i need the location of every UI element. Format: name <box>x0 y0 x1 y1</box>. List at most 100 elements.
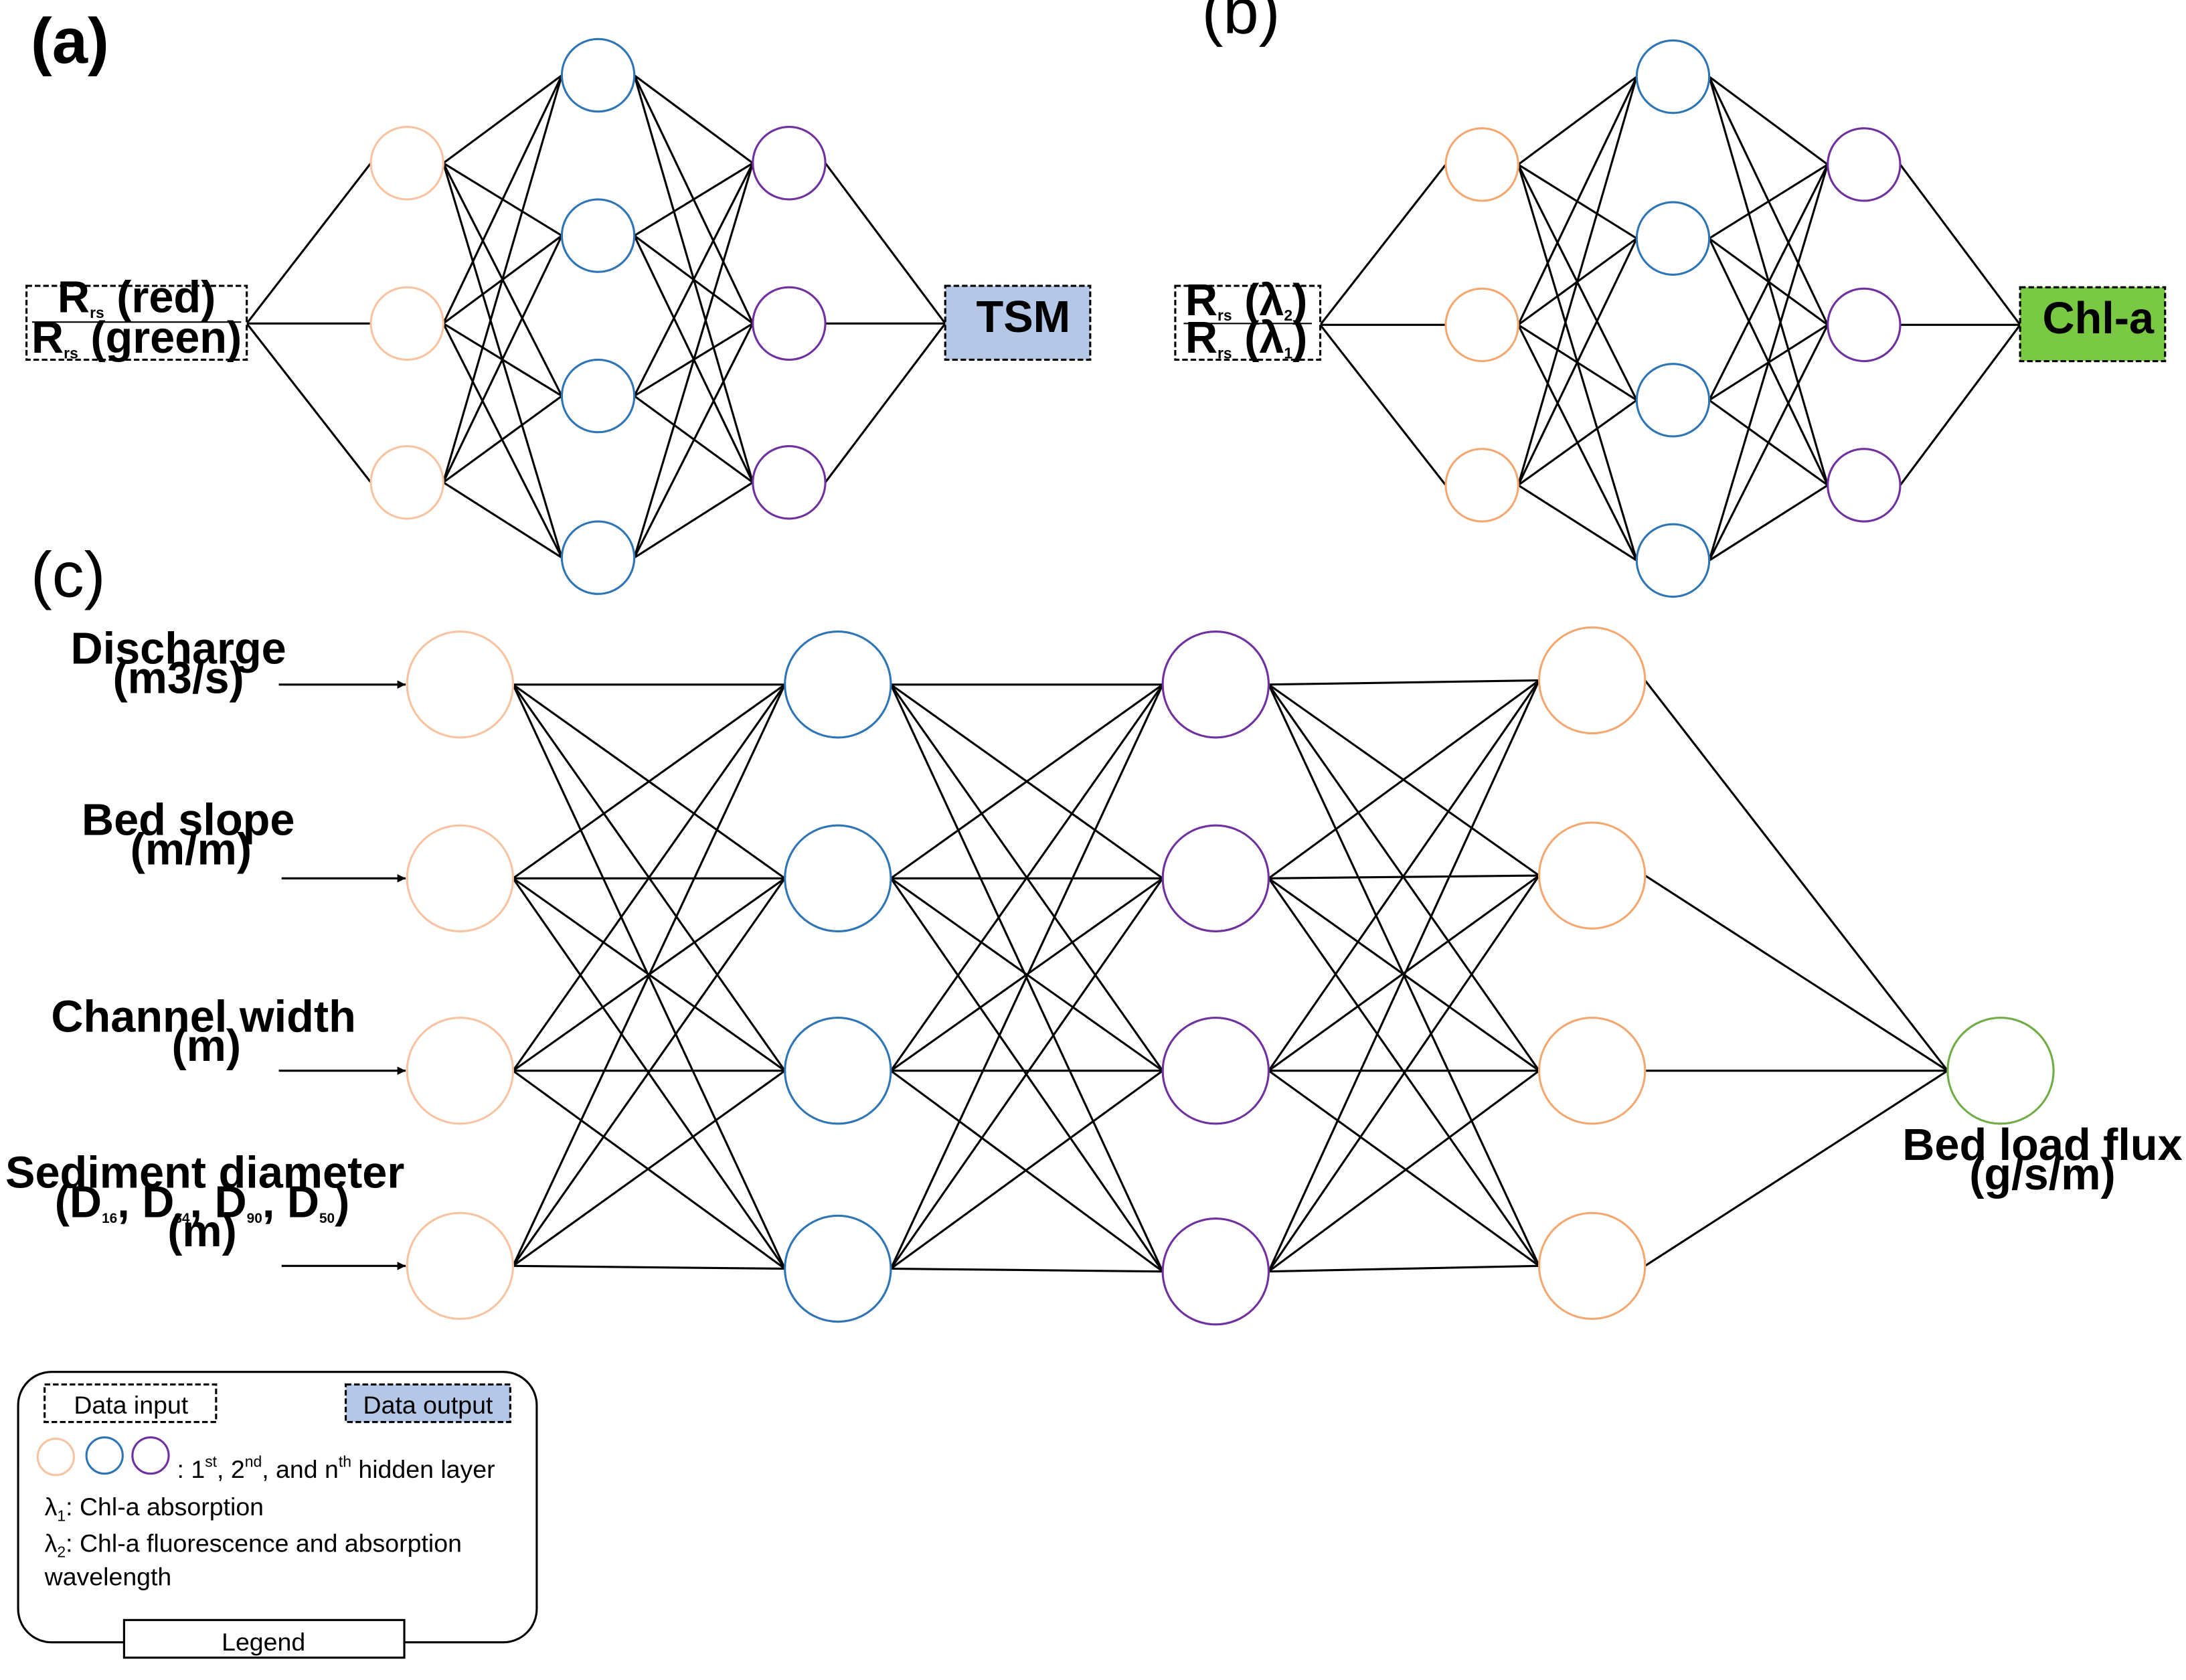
c-layer3-node-1 <box>1161 824 1270 932</box>
panel-a-output-box: TSM <box>944 284 1092 361</box>
a-l1l2-edge-1-0 <box>442 74 563 324</box>
c-layer1-node-3 <box>406 1211 515 1321</box>
b-l1l2-edge-2-0 <box>1517 76 1638 486</box>
input-bed-slope-unit: (m/m) <box>131 825 252 874</box>
output-bed-load-flux-unit: (g/s/m) <box>1969 1150 2115 1199</box>
c-layer1-node-2 <box>406 1017 515 1125</box>
legend-layer2-circle <box>85 1436 124 1475</box>
panel-b-input-denominator: Rrs (λ1) <box>1185 313 1308 363</box>
c-layer2-node-2 <box>784 1017 892 1125</box>
c-l1l2-edge-3-0 <box>512 684 786 1266</box>
b-layer1-node-1 <box>1444 287 1519 363</box>
b-l2l3-edge-2-0 <box>1708 164 1829 401</box>
panel-c-nodes <box>406 626 2055 1326</box>
panel-b-output-box: Chl-a <box>2019 286 2167 363</box>
panel-a-input-denominator: Rrs (green) <box>31 313 242 363</box>
c-layer4-node-2 <box>1537 1017 1647 1125</box>
legend-data-output-label: Data output <box>363 1391 493 1419</box>
b-l2l3-edge-0-0 <box>1708 76 1829 166</box>
c-output-edge-1 <box>1644 874 1948 1072</box>
panel-c-label: (c) <box>31 539 106 611</box>
a-layer2-node-3 <box>560 520 636 595</box>
b-l1l2-edge-2-3 <box>1517 484 1638 562</box>
b-output-edge-2 <box>1899 324 2021 486</box>
b-l2l3-edge-3-2 <box>1708 484 1829 562</box>
a-l2l3-edge-3-1 <box>633 323 754 558</box>
c-layer3-node-2 <box>1161 1017 1270 1125</box>
c-layer4-node-1 <box>1537 821 1647 930</box>
c-l1l2-edge-3-2 <box>512 1070 786 1267</box>
a-l1l2-edge-2-1 <box>442 235 563 483</box>
a-layer3-node-2 <box>752 445 827 520</box>
b-layer2-node-1 <box>1635 201 1711 276</box>
b-l1l2-edge-2-1 <box>1517 238 1638 486</box>
c-l1l2-edge-3-3 <box>513 1264 785 1270</box>
c-l3l4-edge-3-1 <box>1268 875 1540 1272</box>
b-layer3-node-0 <box>1827 127 1902 202</box>
legend-layer1-circle <box>36 1438 75 1477</box>
c-input-arrow-1-arrowhead <box>397 874 406 883</box>
panel-c-inputs: Discharge (m3/s) Bed slope (m/m) Channel… <box>5 624 404 1257</box>
a-output-edge-0 <box>824 162 946 325</box>
input-discharge: Discharge <box>70 624 286 674</box>
b-l1l2-edge-0-0 <box>1517 76 1638 166</box>
a-output-edge-2 <box>824 323 946 483</box>
b-l2l3-edge-3-1 <box>1708 324 1829 562</box>
panel-b-nodes <box>1444 39 1902 598</box>
b-layer3-node-1 <box>1827 287 1902 363</box>
c-l3l4-edge-2-1 <box>1268 874 1540 1072</box>
a-layer1-node-1 <box>369 286 444 361</box>
c-layer1-node-0 <box>406 631 515 739</box>
c-l3l4-edge-3-3 <box>1268 1264 1539 1273</box>
c-l2l3-edge-3-0 <box>890 684 1164 1270</box>
panel-c-edges <box>278 679 1949 1273</box>
b-output-edge-0 <box>1899 163 2021 326</box>
legend-title: Legend <box>222 1628 305 1656</box>
c-layer2-node-1 <box>784 824 892 932</box>
b-l2l3-edge-3-0 <box>1708 164 1829 561</box>
b-layer1-node-2 <box>1444 448 1519 523</box>
c-l2l3-edge-2-0 <box>890 683 1164 1072</box>
c-l3l4-edge-3-2 <box>1268 1070 1540 1272</box>
c-output-edge-0 <box>1644 679 1949 1072</box>
legend-data-input-label: Data input <box>74 1391 188 1419</box>
panel-a-label: (a) <box>31 5 109 77</box>
a-l2l3-edge-0-0 <box>633 74 754 165</box>
legend-title-box <box>122 1618 406 1659</box>
input-sediment-diameter: Sediment diameter <box>5 1149 404 1198</box>
a-input-edge-2 <box>246 323 372 483</box>
panel-a-nodes <box>369 37 827 595</box>
c-layer4-node-3 <box>1537 1211 1647 1321</box>
input-channel-width: Channel width <box>51 992 355 1041</box>
legend-lambda2-text-line2: wavelength <box>44 1562 172 1590</box>
chla-label: Chl-a <box>2042 294 2155 343</box>
c-l3l4-edge-2-0 <box>1268 679 1540 1072</box>
input-sediment-diameter-unit: (m) <box>167 1207 237 1256</box>
a-layer1-node-2 <box>369 445 444 520</box>
c-l1l2-edge-1-0 <box>512 683 786 879</box>
c-layer4-node-0 <box>1537 626 1647 735</box>
a-l1l2-edge-2-2 <box>442 395 563 483</box>
c-l2l3-edge-3-1 <box>890 877 1164 1270</box>
c-layer3-node-0 <box>1161 631 1270 739</box>
c-l1l2-edge-2-0 <box>512 683 786 1072</box>
panel-c-output-label: Bed load flux (g/s/m) <box>1902 1120 2182 1199</box>
a-layer2-node-2 <box>560 358 636 434</box>
c-l3l4-edge-0-0 <box>1268 679 1539 686</box>
input-channel-width-unit: (m) <box>171 1021 241 1071</box>
b-input-edge-0 <box>1319 163 1447 326</box>
c-l3l4-edge-1-0 <box>1268 679 1540 879</box>
b-l1l2-edge-2-2 <box>1517 399 1638 487</box>
a-l2l3-edge-3-0 <box>633 163 754 558</box>
legend-lambda2-text: λ2: Chl-a fluorescence and absorption <box>45 1529 462 1560</box>
c-output-edge-3 <box>1644 1070 1948 1267</box>
panel-b-label: (b) <box>1201 0 1280 48</box>
c-l1l2-edge-3-1 <box>512 877 786 1267</box>
c-input-arrow-3-arrowhead <box>397 1262 406 1270</box>
c-output-node <box>1946 1017 2055 1125</box>
input-discharge-unit: (m3/s) <box>112 653 244 703</box>
a-l2l3-edge-2-0 <box>633 163 754 397</box>
a-l1l2-edge-1-3 <box>442 323 563 558</box>
c-l2l3-edge-1-0 <box>890 683 1164 879</box>
